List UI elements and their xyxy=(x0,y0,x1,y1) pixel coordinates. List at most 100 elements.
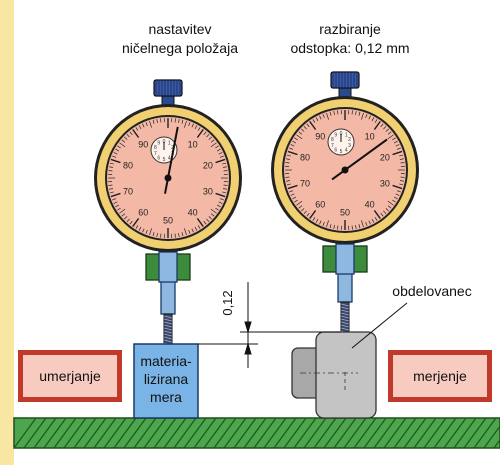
right-dial-tick xyxy=(385,128,389,132)
ground-hatch-line xyxy=(73,417,97,449)
left-dial-tick xyxy=(206,134,210,138)
right-dial-tick xyxy=(387,205,392,209)
left-dial-tick xyxy=(181,232,184,237)
ground-hatch-line xyxy=(413,417,437,449)
ground-hatch-line xyxy=(293,417,317,449)
left-dial-tick xyxy=(174,233,176,238)
right-dial-tick xyxy=(395,144,400,147)
right-dial-number: 80 xyxy=(300,153,310,163)
right-dial-tick xyxy=(292,140,297,144)
right-dial-tick xyxy=(301,208,305,212)
right-dial-tick xyxy=(286,183,291,186)
gauge-block-label-line1: materia- xyxy=(140,353,192,369)
right-dial-tick xyxy=(380,212,384,217)
right-dial-tick xyxy=(294,199,298,203)
left-small-dial-number: 1 xyxy=(168,141,171,147)
right-dial-tick xyxy=(371,218,375,223)
caption-right-line1: razbiranje xyxy=(319,21,381,37)
left-dial-tick xyxy=(119,142,126,148)
left-dial-tick xyxy=(113,201,118,204)
right-small-dial-number: 3 xyxy=(348,143,351,149)
left-dial-tick xyxy=(149,120,152,128)
right-dial-tick xyxy=(399,183,404,186)
left-tip-knurl xyxy=(163,315,173,319)
caption-right: razbiranje odstopka: 0,12 mm xyxy=(250,20,450,58)
ground-hatch-line xyxy=(123,417,147,449)
ground-hatch-line xyxy=(133,417,157,449)
ground-hatch-line xyxy=(103,417,127,449)
workpiece xyxy=(291,331,377,419)
left-dial-tick xyxy=(203,131,207,136)
left-small-dial-number: 9 xyxy=(157,141,160,147)
left-dial-tick xyxy=(109,191,114,194)
ground-hatch-line xyxy=(403,417,427,449)
left-dial-number: 50 xyxy=(163,216,173,226)
left-dial-tick xyxy=(156,118,158,124)
left-dial-tick xyxy=(121,139,126,143)
left-dial-tick xyxy=(222,166,228,168)
left-dial-tick xyxy=(218,152,223,155)
ground-hatch-line xyxy=(163,417,187,449)
right-tip-knurl xyxy=(340,312,350,316)
left-dial-tick xyxy=(109,162,114,165)
merjenje-box xyxy=(388,350,492,402)
right-dial-tick xyxy=(287,184,298,190)
right-dial-tick xyxy=(392,199,396,203)
left-tip-knurl xyxy=(163,321,173,325)
right-dial-tick xyxy=(396,190,401,193)
left-dial-tick xyxy=(145,229,148,234)
left-tip-knurl xyxy=(163,336,173,340)
left-border-strip xyxy=(0,0,14,465)
left-dial-tick xyxy=(188,229,191,234)
right-dial-tick xyxy=(312,119,316,123)
right-dial-tick xyxy=(329,111,332,116)
caption-left: nastavitev ničelnega položaja xyxy=(80,20,280,58)
ground-hatch-line xyxy=(273,417,297,449)
right-dial-tick xyxy=(315,218,319,223)
left-dial-tick xyxy=(206,218,210,222)
ground-hatch-line xyxy=(283,417,307,449)
left-dial-tick xyxy=(210,213,215,217)
right-dial-tick xyxy=(392,150,403,156)
left-dial-tick xyxy=(142,123,145,128)
merjenje-label: merjenje xyxy=(413,368,467,384)
obdelovanec-label-bg xyxy=(383,280,481,302)
left-dial-tick xyxy=(152,232,155,237)
right-dial-tick xyxy=(374,119,378,123)
right-dial-tick xyxy=(301,128,305,132)
left-dial-tick xyxy=(156,232,158,238)
left-dial-tick xyxy=(138,226,142,231)
right-small-dial-number: 4 xyxy=(345,147,348,153)
left-dial-number: 60 xyxy=(138,207,148,217)
ground-hatch-line xyxy=(253,417,277,449)
left-dial-number: 10 xyxy=(188,140,198,150)
right-dial-tick xyxy=(358,224,361,229)
left-small-dial-number: 8 xyxy=(154,145,157,151)
left-pointer-hub xyxy=(164,174,172,182)
right-dial-tick xyxy=(306,123,310,128)
right-dial-tick xyxy=(392,137,396,141)
ground-hatch-line xyxy=(343,417,367,449)
right-dial-tick xyxy=(285,162,290,164)
left-dial-tick xyxy=(152,119,155,124)
right-dial-tick xyxy=(322,221,325,226)
right-tip-knurl xyxy=(340,324,350,328)
left-tip-knurl xyxy=(163,318,173,322)
left-dial-tick xyxy=(215,192,226,198)
right-dial-tick xyxy=(392,184,403,190)
left-dial-tick xyxy=(135,127,139,131)
dimension-0-12 xyxy=(198,282,340,368)
workpiece-leader-line xyxy=(351,302,408,349)
left-dial-tick xyxy=(117,207,121,211)
left-clamp-collar xyxy=(158,251,178,283)
ground-hatch-line xyxy=(353,417,377,449)
left-dial-tick xyxy=(184,228,187,236)
ground-hatch-line xyxy=(113,417,137,449)
left-dial-tick xyxy=(210,208,217,214)
left-dial-tick xyxy=(108,188,114,190)
left-dial-tick xyxy=(215,158,226,164)
right-dial-tick xyxy=(333,110,335,116)
ground-hatch-line xyxy=(453,417,477,449)
left-dial-number: 80 xyxy=(123,161,133,171)
ground-hatch-line xyxy=(63,417,87,449)
